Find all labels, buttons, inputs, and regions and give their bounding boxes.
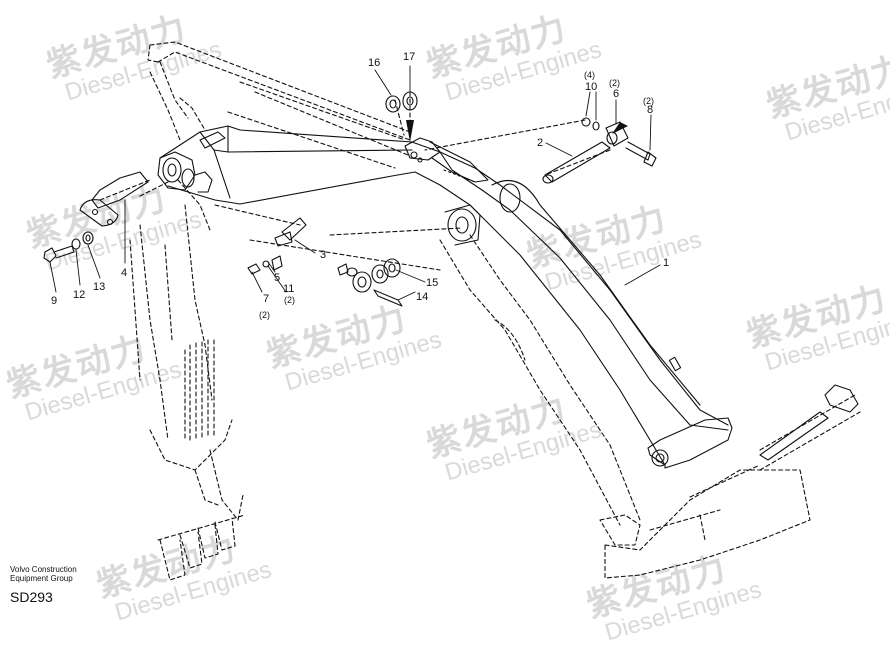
washers-14-15 (337, 258, 403, 307)
bolt-9 (43, 231, 94, 263)
quantity-6: (2) (609, 78, 620, 88)
quantity-7: (2) (259, 310, 270, 320)
bolt-8 (581, 117, 657, 167)
parts-diagram: 1 2 3 4 5 6 7 8 9 10 11 12 13 14 15 16 1… (43, 41, 861, 581)
boom (157, 125, 733, 469)
callout-7: 7 (263, 293, 269, 305)
pin-2 (542, 141, 611, 184)
callout-11: 11 (283, 283, 294, 295)
callout-6: 6 (613, 88, 619, 100)
drawing-code: SD293 (10, 589, 53, 605)
callout-9: 9 (51, 295, 57, 307)
callout-8: 8 (647, 104, 653, 116)
phantom-arm (99, 41, 861, 581)
callout-1: 1 (663, 257, 669, 269)
bolt-7 (247, 255, 283, 275)
pin-3 (274, 217, 307, 247)
callout-10: 10 (585, 81, 597, 93)
callout-4: 4 (121, 267, 127, 279)
callout-16: 16 (368, 57, 380, 69)
callout-5: 5 (274, 272, 280, 284)
quantity-11: (2) (284, 295, 295, 305)
quantity-10: (4) (584, 70, 595, 80)
callout-13: 13 (93, 281, 105, 293)
footer-company-line1: Volvo Construction (10, 565, 77, 574)
callout-15: 15 (426, 277, 438, 289)
callout-17: 17 (403, 51, 415, 63)
callout-2: 2 (537, 137, 543, 149)
leader-lines (49, 65, 661, 301)
callout-12: 12 (73, 289, 85, 301)
quantity-8: (2) (643, 96, 654, 106)
callout-14: 14 (416, 291, 428, 303)
callout-labels: 1 2 3 4 5 6 7 8 9 10 11 12 13 14 15 16 1… (51, 51, 669, 320)
pin-4 (79, 171, 149, 227)
callout-3: 3 (320, 249, 326, 261)
footer-company-line2: Equipment Group (10, 574, 73, 583)
drawing-footer: Volvo Construction Equipment Group SD293 (10, 565, 77, 605)
pin-right (759, 384, 859, 461)
